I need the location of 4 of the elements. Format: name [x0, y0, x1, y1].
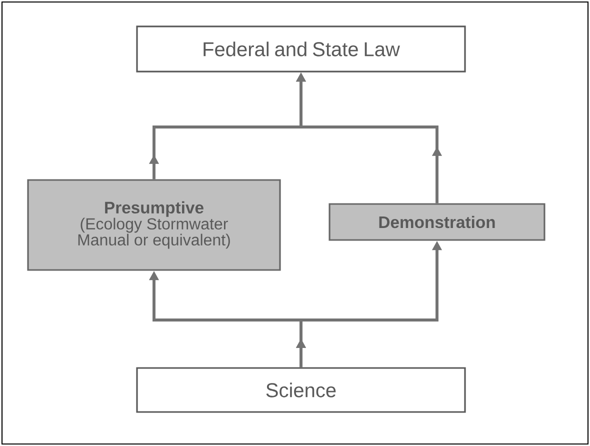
label-box: Federal and State Law	[136, 26, 466, 72]
process-box: Demonstration	[328, 203, 546, 241]
label-box: Science	[136, 367, 466, 413]
process-box: Presumptive (Ecology Stormwater Manual or equivalent)	[27, 179, 281, 271]
